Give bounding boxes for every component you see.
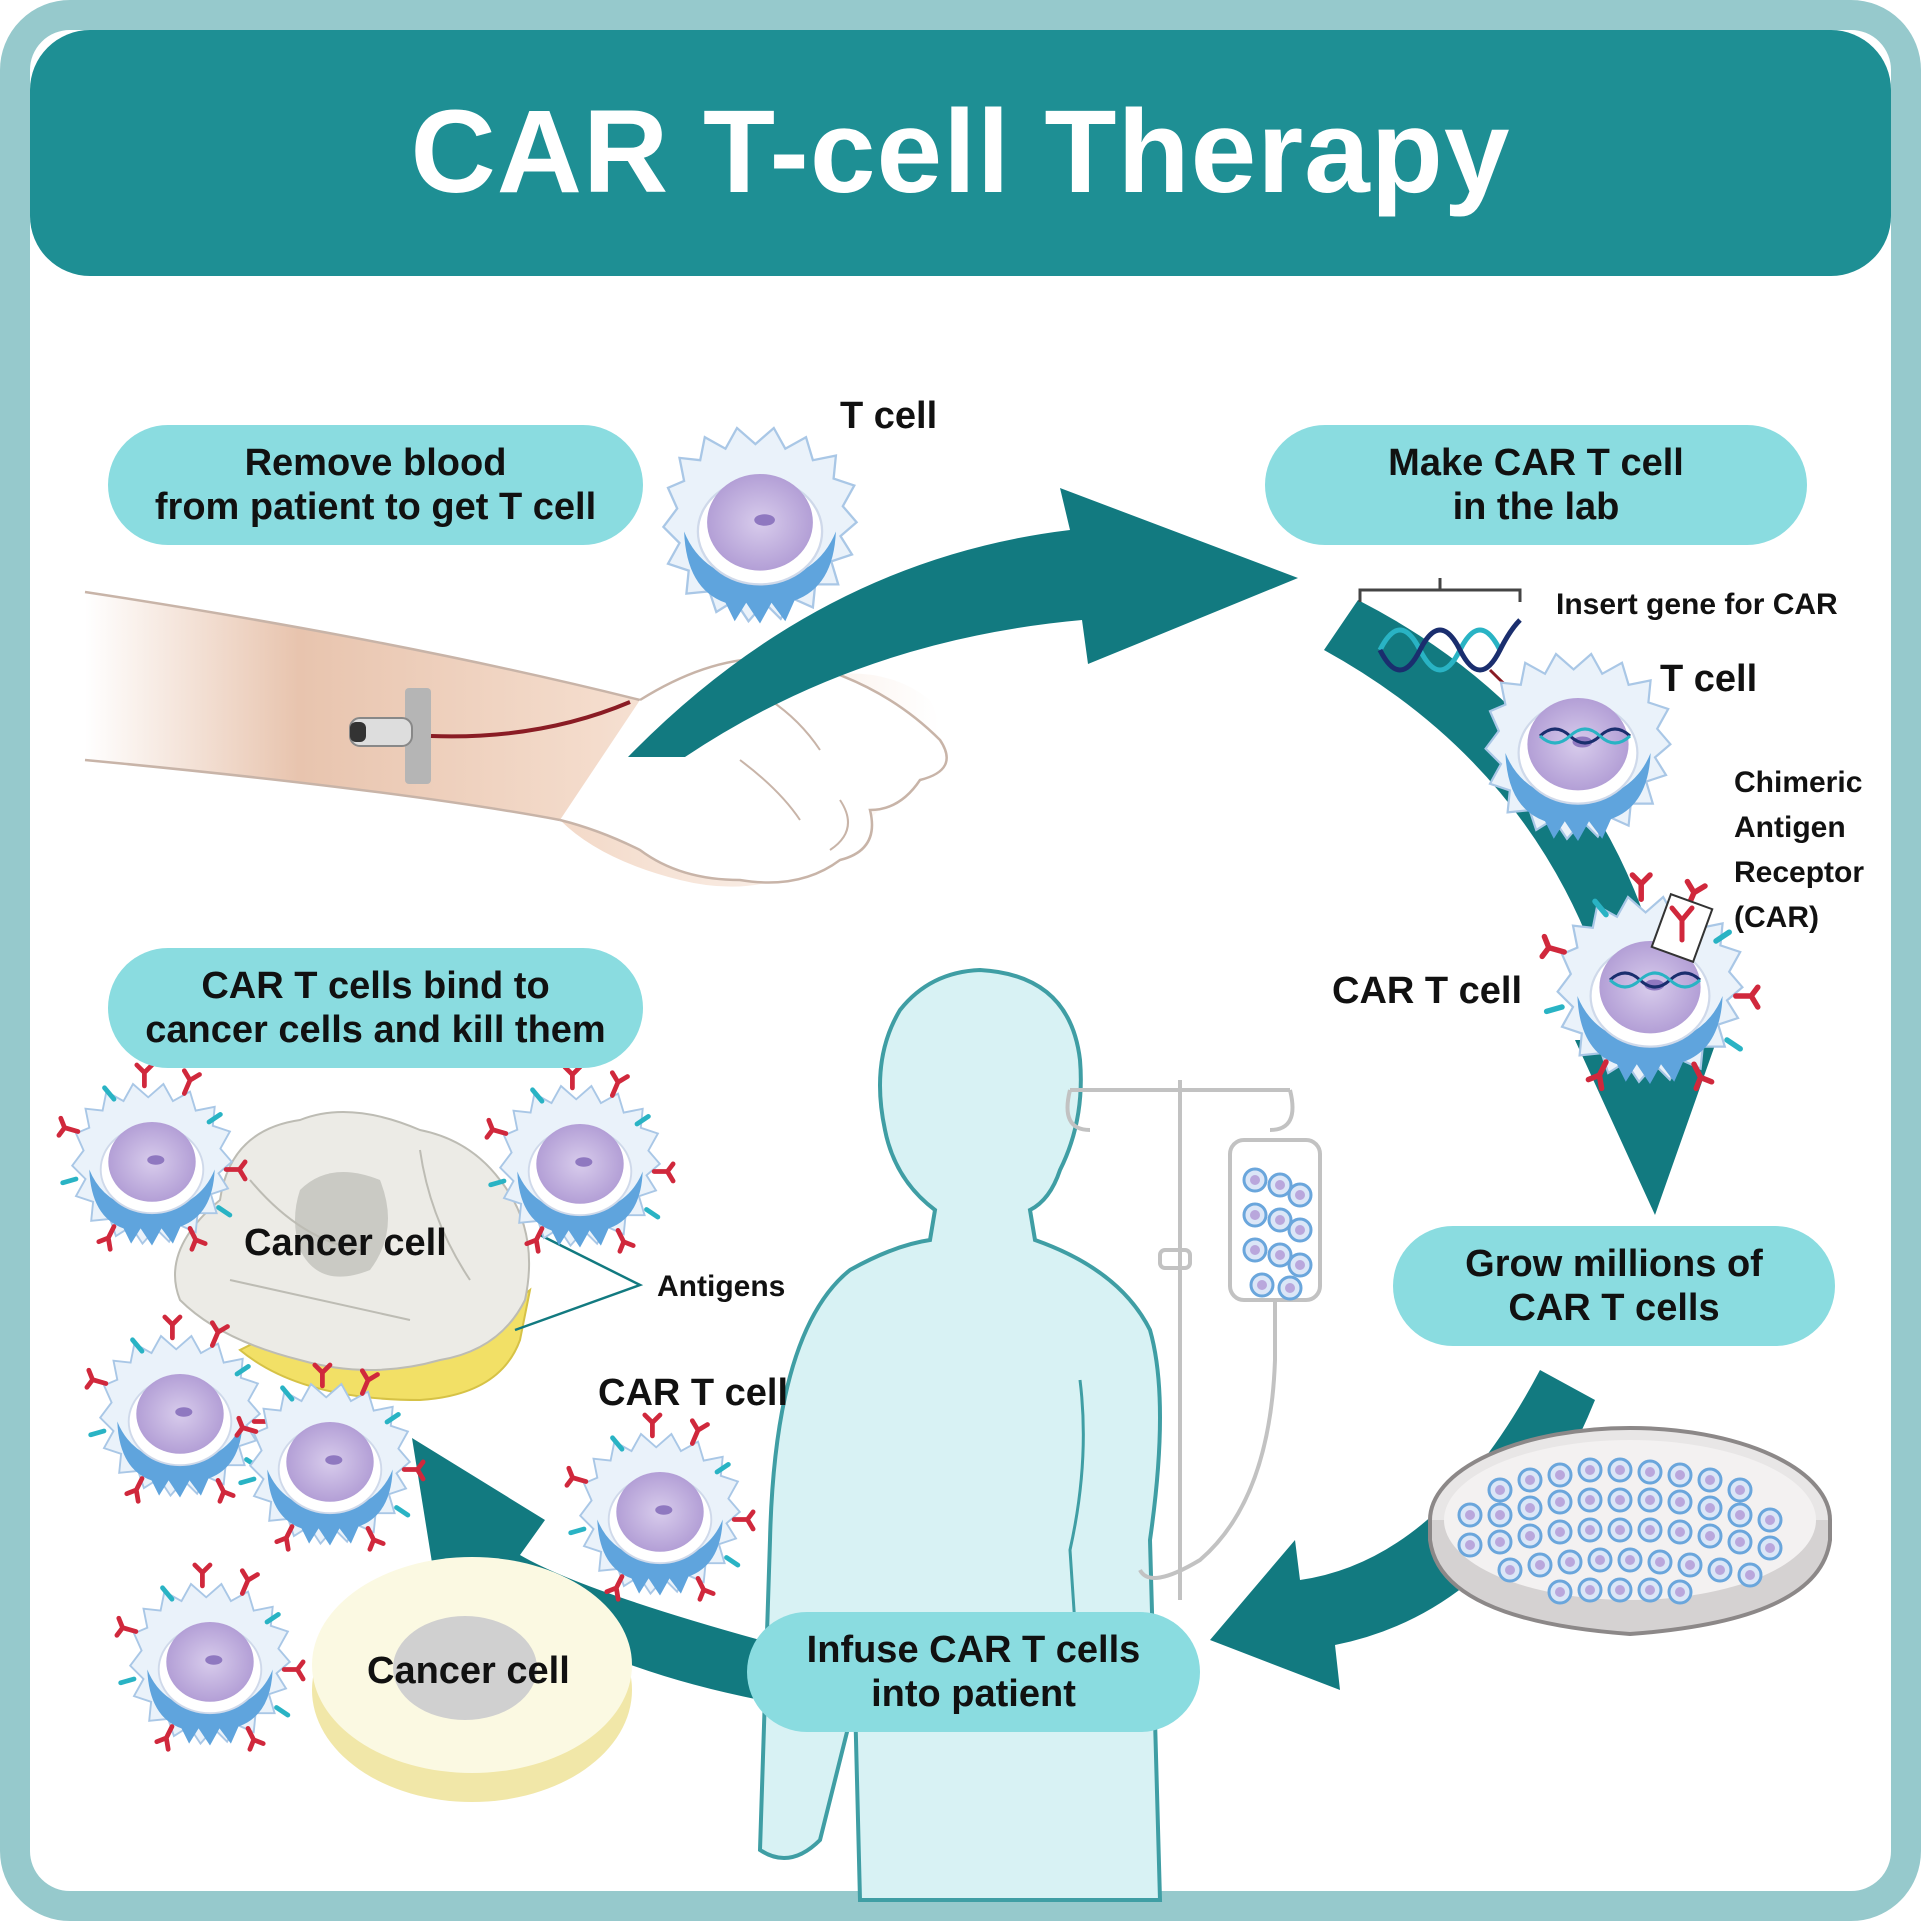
t-cell-lab-label: T cell <box>1660 658 1758 700</box>
car-t-cell-icon <box>87 1317 273 1501</box>
page-title: CAR T-cell Therapy <box>410 86 1511 218</box>
car-receptor-callout-icon <box>1650 892 1714 964</box>
patient-silhouette <box>757 967 1163 1902</box>
car-t-cell-lab-label: CAR T cell <box>1332 970 1523 1012</box>
t-cell-icon <box>662 426 858 625</box>
arrow-infuse-to-cancer <box>412 1438 760 1700</box>
step-grow: Grow millions of CAR T cells <box>1393 1226 1835 1346</box>
cancer-cell-top-label: Cancer cell <box>244 1222 447 1264</box>
antigens-pointer-lines <box>514 1233 644 1332</box>
car-receptor-label: Chimeric Antigen Receptor (CAR) <box>1734 766 1865 934</box>
cancer-cell-top-icon <box>174 1111 532 1402</box>
car-t-cell-icon <box>117 1565 303 1749</box>
cancer-cell-bottom-label: Cancer cell <box>367 1650 570 1692</box>
car-dna-icon <box>1608 971 1702 989</box>
t-cell-lab-icon <box>1484 652 1672 843</box>
arrow-blood-to-lab <box>628 488 1298 757</box>
header-banner <box>30 30 1891 276</box>
step-bind-kill: CAR T cells bind to cancer cells and kil… <box>108 948 643 1068</box>
t-cell-label: T cell <box>840 395 938 437</box>
arm-illustration <box>84 590 948 887</box>
insert-gene-label: Insert gene for CAR <box>1556 588 1838 621</box>
step-make-car: Make CAR T cell in the lab <box>1265 425 1807 545</box>
step-infuse: Infuse CAR T cells into patient <box>747 1612 1200 1732</box>
step-remove-blood: Remove blood from patient to get T cell <box>108 425 643 545</box>
car-t-cell-infuse-icon <box>567 1415 753 1599</box>
antigens-label: Antigens <box>657 1270 786 1303</box>
car-t-cell-infuse-label: CAR T cell <box>598 1372 789 1414</box>
petri-dish-icon <box>1428 1426 1832 1637</box>
nucleus-dna-icon <box>1538 727 1632 745</box>
cancer-cell-bottom-icon <box>312 1557 632 1802</box>
